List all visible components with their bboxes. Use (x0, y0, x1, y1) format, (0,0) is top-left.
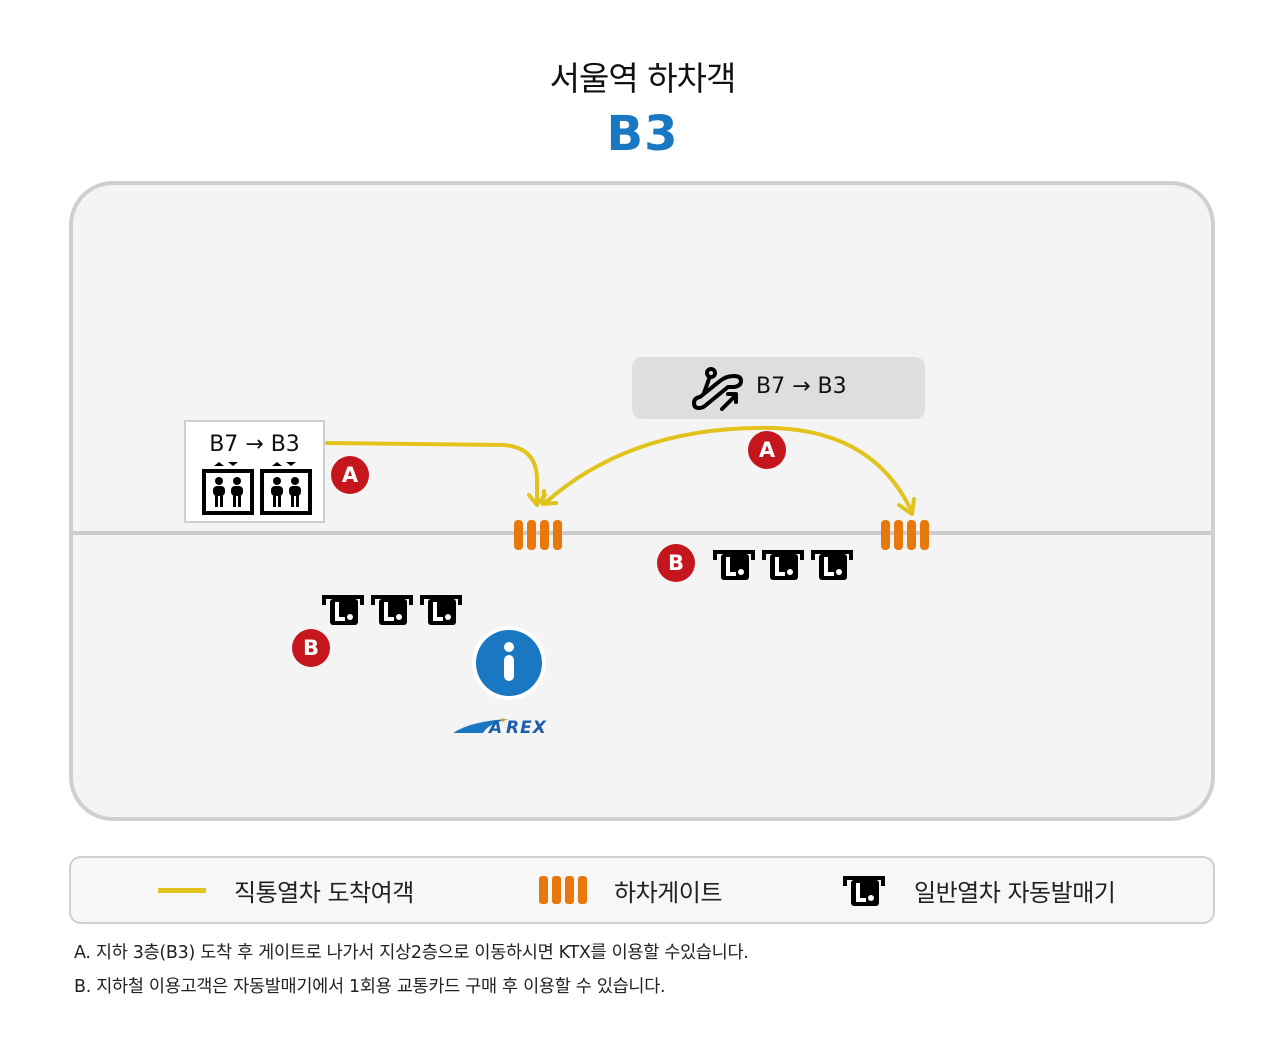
badge-b-left: B (292, 629, 330, 667)
info-icon (471, 625, 547, 705)
escalator-up-icon (692, 367, 746, 415)
badge-a-elevator: A (331, 456, 369, 494)
route-arrows (325, 425, 916, 516)
ticket-machine-icon (842, 874, 886, 906)
escalator-route-label: B7 → B3 (756, 374, 847, 399)
floor-map: B7 → B3 (69, 181, 1215, 821)
ticket-machine-group-right (711, 548, 859, 586)
badge-a-escalator: A (748, 431, 786, 469)
gate-icon (538, 875, 590, 905)
legend: 직통열차 도착여객 하차게이트 일반열차 자동발매기 (69, 856, 1215, 924)
gate-line-divider (73, 531, 1211, 535)
yellow-line-icon (158, 887, 206, 893)
gate-icon-left (512, 519, 566, 555)
legend-label-route: 직통열차 도착여객 (234, 878, 414, 907)
legend-label-gate: 하차게이트 (614, 878, 722, 907)
legend-label-ticket-machine: 일반열차 자동발매기 (914, 878, 1116, 907)
arex-logo: A REX (451, 713, 561, 743)
footnotes: A. 지하 3층(B3) 도착 후 게이트로 나가서 지상2층으로 이동하시면 … (74, 936, 749, 1004)
elevator-box: B7 → B3 (184, 420, 325, 523)
svg-text:A: A (487, 718, 503, 738)
elevator-route-label: B7 → B3 (209, 432, 300, 457)
svg-text:REX: REX (506, 718, 547, 738)
badge-b-right: B (657, 544, 695, 582)
page-title: 서울역 하차객 (549, 59, 737, 98)
floor-label: B3 (606, 106, 679, 162)
ticket-machine-group-left (320, 593, 468, 631)
escalator-box: B7 → B3 (632, 357, 925, 419)
note-a: A. 지하 3층(B3) 도착 후 게이트로 나가서 지상2층으로 이동하시면 … (74, 943, 749, 963)
legend-item-route: 직통열차 도착여객 (158, 858, 414, 922)
legend-item-gate: 하차게이트 (538, 858, 722, 922)
gate-icon-right (879, 519, 933, 555)
legend-item-ticket-machine: 일반열차 자동발매기 (842, 858, 1116, 922)
elevator-icon (201, 462, 313, 522)
note-b: B. 지하철 이용고객은 자동발매기에서 1회용 교통카드 구매 후 이용할 수… (74, 977, 666, 997)
